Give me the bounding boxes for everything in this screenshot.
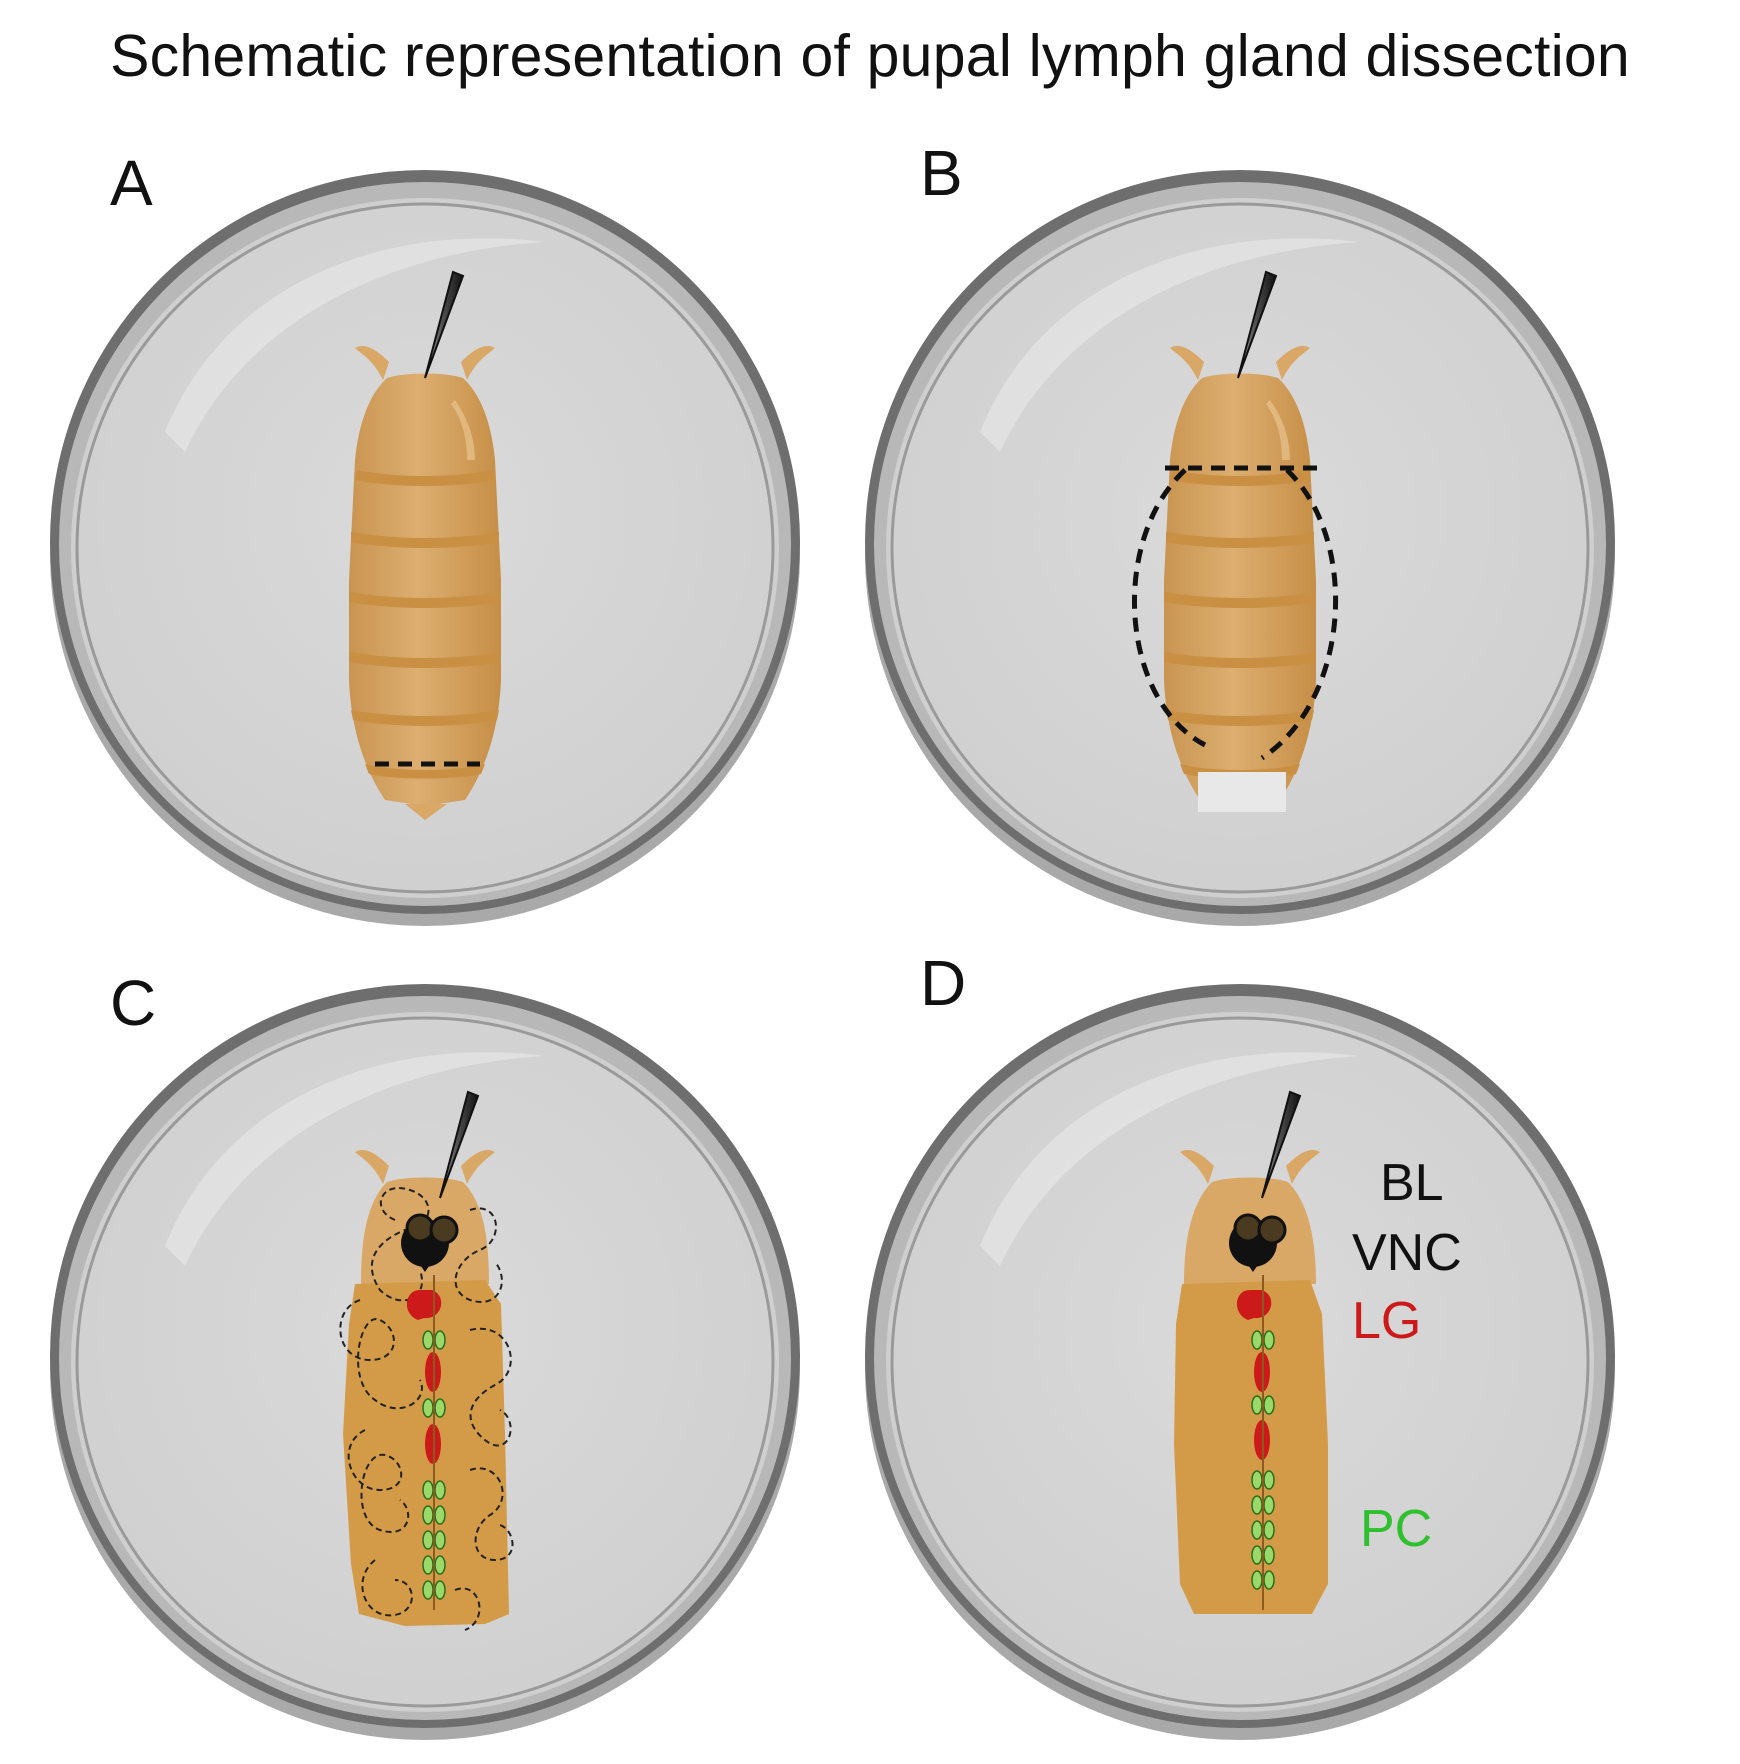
panel-b-removed-end [1198,772,1286,812]
legend-bl: BL [1380,1154,1444,1212]
legend-vnc: VNC [1352,1224,1462,1282]
figure-title: Schematic representation of pupal lymph … [110,23,1630,89]
panel-b-cut-line-sides [1132,468,1339,761]
panel-label-d: D [920,947,967,1019]
panel-c-pericardial-cells [422,1330,446,1600]
panel-a-pupa [349,345,501,820]
panel-b-pupa [1164,345,1316,806]
panel-label-a: A [110,147,153,219]
panel-label-c: C [110,967,157,1039]
legend-pc: PC [1360,1500,1432,1558]
panel-d-opened-pupa [1174,1149,1328,1614]
legend-lg: LG [1352,1292,1421,1350]
panel-d-brain-lobes [1229,1213,1287,1272]
panel-c-brain-lobes [401,1213,459,1272]
panel-label-b: B [920,137,963,209]
